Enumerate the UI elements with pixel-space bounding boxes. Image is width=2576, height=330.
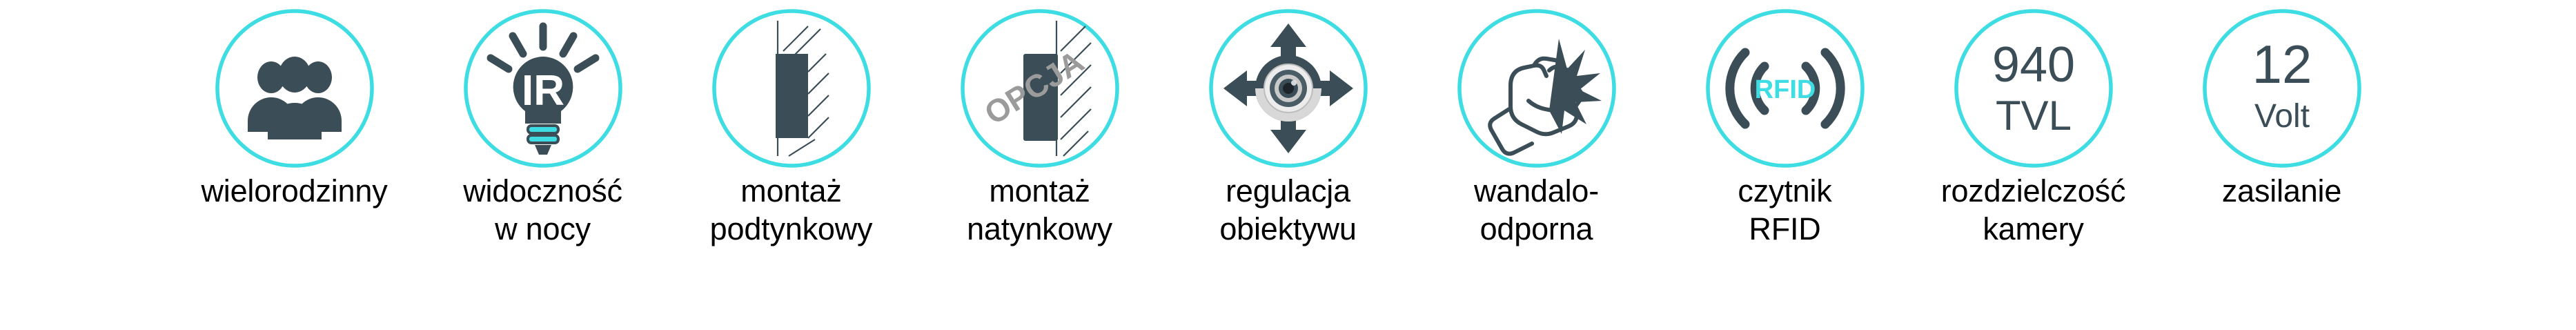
feature-label: wielorodzinny bbox=[201, 173, 387, 211]
feature-badge-wielorodzinny[interactable]: wielorodzinny bbox=[170, 0, 419, 211]
ir-lightbulb-icon: IR bbox=[463, 8, 623, 168]
voltage-value-text: 12 bbox=[2252, 34, 2312, 95]
feature-label-line2: obiektywu bbox=[1219, 211, 1357, 246]
feature-label-line1: wielorodzinny bbox=[201, 173, 388, 208]
feature-badge-regulacja-obiektywu[interactable]: regulacja obiektywu bbox=[1164, 0, 1413, 249]
rfid-waves-icon: RFID bbox=[1705, 8, 1865, 168]
tvl-unit-text: TVL bbox=[1995, 93, 2071, 139]
tvl-resolution-icon: 940 TVL bbox=[1954, 8, 2114, 168]
feature-label: montaż podtynkowy bbox=[710, 173, 873, 249]
vandal-proof-fist-icon bbox=[1457, 8, 1617, 168]
feature-label: zasilanie bbox=[2221, 173, 2342, 211]
feature-label: montaż natynkowy bbox=[967, 173, 1112, 249]
feature-badge-wandaloodporna[interactable]: wandalo- odporna bbox=[1413, 0, 1661, 249]
feature-label-line1: zasilanie bbox=[2221, 173, 2342, 208]
rfid-icon-text: RFID bbox=[1754, 75, 1816, 104]
feature-label-line1: montaż bbox=[740, 173, 842, 208]
feature-label-line2: RFID bbox=[1749, 211, 1821, 246]
feature-label: regulacja obiektywu bbox=[1219, 173, 1357, 249]
voltage-unit-text: Volt bbox=[2254, 98, 2309, 135]
ir-icon-text: IR bbox=[522, 67, 564, 115]
feature-badge-czytnik-rfid[interactable]: RFID czytnik RFID bbox=[1661, 0, 1909, 249]
feature-badge-rozdzielczosc-kamery[interactable]: 940 TVL rozdzielczość kamery bbox=[1909, 0, 2158, 249]
feature-label: wandalo- odporna bbox=[1474, 173, 1599, 249]
feature-label-line1: rozdzielczość bbox=[1940, 173, 2126, 208]
feature-label-line2: natynkowy bbox=[967, 211, 1112, 246]
people-group-icon bbox=[215, 8, 375, 168]
feature-label-line1: regulacja bbox=[1226, 173, 1350, 208]
feature-label-line1: czytnik bbox=[1738, 173, 1832, 208]
feature-label-line1: wandalo- bbox=[1473, 173, 1599, 208]
lens-adjust-arrows-icon bbox=[1208, 8, 1368, 168]
feature-label-line1: montaż bbox=[989, 173, 1090, 208]
feature-badge-widocznosc-w-nocy[interactable]: IR widoczność w nocy bbox=[419, 0, 667, 249]
feature-label-line2: kamery bbox=[1983, 211, 2084, 246]
feature-badge-montaz-podtynkowy[interactable]: montaż podtynkowy bbox=[667, 0, 916, 249]
tvl-value-text: 940 bbox=[1992, 37, 2074, 93]
feature-label: rozdzielczość kamery bbox=[1941, 173, 2126, 249]
feature-label-line2: w nocy bbox=[495, 211, 591, 246]
feature-label-line1: widoczność bbox=[463, 173, 622, 208]
voltage-icon: 12 Volt bbox=[2202, 8, 2362, 168]
feature-label-line2: odporna bbox=[1479, 211, 1593, 246]
feature-badge-montaz-natynkowy[interactable]: OPCJA montaż natynkowy bbox=[916, 0, 1164, 249]
surface-mount-wall-icon: OPCJA bbox=[960, 8, 1120, 168]
feature-label-line2: podtynkowy bbox=[709, 211, 873, 246]
feature-label: czytnik RFID bbox=[1738, 173, 1831, 249]
feature-badge-zasilanie[interactable]: 12 Volt zasilanie bbox=[2158, 0, 2406, 211]
flush-mount-wall-icon bbox=[711, 8, 872, 168]
feature-label: widoczność w nocy bbox=[463, 173, 622, 249]
